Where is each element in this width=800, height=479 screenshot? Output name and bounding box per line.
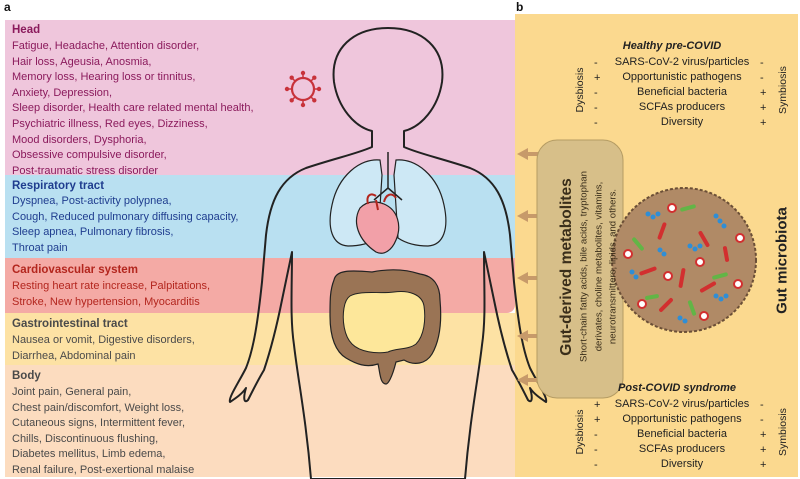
body-line: Joint pain, General pain,: [12, 386, 132, 398]
post-row-label: SARS-CoV-2 virus/particles: [614, 398, 750, 410]
healthy-row-label: SARS-CoV-2 virus/particles: [614, 56, 750, 68]
healthy-right-sign: +: [760, 117, 767, 129]
cardiovascular-line: Stroke, New hypertension, Myocarditis: [12, 295, 200, 308]
body-line: Chest pain/discomfort, Weight loss,: [12, 401, 185, 414]
post-covid-title: Post-COVID syndrome: [618, 382, 736, 394]
small-intestine: [342, 291, 426, 354]
healthy-left-sign: -: [594, 87, 598, 99]
arrow-to-body: [517, 374, 545, 386]
healthy-right-sign: -: [760, 72, 764, 84]
healthy-left-sign: -: [594, 57, 598, 69]
body-title: Body: [12, 370, 41, 382]
cardiovascular-symptoms: Resting heart rate increase, Palpitation…: [12, 279, 210, 310]
respiratory-line: Sleep apnea, Pulmonary fibrosis,: [12, 226, 174, 239]
gut-microbiota-label: Gut microbiota: [773, 207, 791, 314]
arrow-to-cardiovascular: [517, 272, 545, 284]
post-right-sign: +: [760, 444, 767, 456]
cardiovascular-line: Resting heart rate increase, Palpitation…: [12, 280, 211, 292]
trachea: [373, 152, 403, 201]
panel-a-letter: a: [4, 0, 11, 14]
post-right-sign: +: [760, 429, 767, 441]
metabolites-line-1: Short-chain fatty acids, bile acids, try…: [578, 171, 590, 362]
healthy-left-sign: +: [594, 72, 601, 84]
post-left-sign: -: [594, 459, 598, 471]
heart-vessels: [366, 193, 397, 211]
arrow-to-head: [517, 148, 545, 160]
respiratory-title: Respiratory tract: [12, 180, 105, 192]
post-left-sign: -: [594, 444, 598, 456]
healthy-row-label: Diversity: [660, 116, 704, 128]
gastrointestinal-line: Nausea or vomit, Digestive disorders,: [12, 334, 195, 346]
head-line: Post-traumatic stress disorder: [12, 164, 159, 177]
post-left-sign: -: [594, 429, 598, 441]
head-line: Sleep disorder, Health care related ment…: [12, 102, 254, 115]
metabolites-line-2: derivates, choline metabolites, vitamins…: [593, 181, 605, 352]
post-right-sign: -: [760, 399, 764, 411]
healthy-row-label: Beneficial bacteria: [637, 86, 727, 98]
post-dysbiosis-label: Dysbiosis: [574, 409, 586, 455]
pathogen-icons: [623, 203, 745, 321]
post-row-label: SCFAs producers: [638, 443, 726, 455]
head-line: Obsessive compulsive disorder,: [12, 149, 167, 162]
gastrointestinal-symptoms: Nausea or vomit, Digestive disorders, Di…: [12, 333, 195, 364]
healthy-row-label: Opportunistic pathogens: [622, 71, 742, 83]
healthy-title: Healthy pre-COVID: [622, 40, 722, 52]
respiratory-line: Cough, Reduced pulmonary diffusing capac…: [12, 210, 239, 223]
head-line: Memory loss, Hearing loss or tinnitus,: [12, 71, 196, 84]
head-section: Head Fatigue, Headache, Attention disord…: [5, 20, 515, 177]
gastrointestinal-title: Gastrointestinal tract: [12, 318, 128, 330]
post-symbiosis-label: Symbiosis: [777, 408, 789, 456]
healthy-left-sign: -: [594, 102, 598, 114]
body-section: Body Joint pain, General pain, Chest pai…: [5, 365, 515, 477]
post-right-sign: +: [760, 459, 767, 471]
post-left-sign: +: [594, 414, 601, 426]
metabolites-line-3: neurotransmitters, lipids, and others.: [607, 188, 619, 345]
arrow-to-gastrointestinal: [517, 330, 545, 342]
green-bacteria-icons: [632, 204, 728, 316]
head-line: Hair loss, Ageusia, Anosmia,: [12, 55, 152, 68]
human-silhouette: [228, 27, 548, 479]
respiratory-line: Throat pain: [12, 241, 68, 254]
post-row-label: Opportunistic pathogens: [622, 413, 742, 425]
head-symptoms: Fatigue, Headache, Attention disorder, H…: [12, 39, 254, 179]
cardiovascular-title: Cardiovascular system: [12, 264, 138, 276]
body-line: Cutaneous signs, Intermittent fever,: [12, 417, 186, 430]
post-row-label: Diversity: [660, 458, 704, 470]
head-line: Fatigue, Headache, Attention disorder,: [12, 40, 200, 52]
respiratory-line: Dyspnea, Post-activity polypnea,: [12, 195, 172, 207]
metabolite-arrows: [517, 148, 545, 386]
head-title: Head: [12, 24, 41, 36]
right-lung: [393, 159, 447, 247]
gastrointestinal-line: Diarrhea, Abdominal pain: [12, 349, 136, 362]
healthy-right-sign: +: [760, 87, 767, 99]
red-bacteria-icons: [639, 222, 730, 312]
panel-b-letter: b: [516, 0, 524, 14]
healthy-right-sign: +: [760, 102, 767, 114]
metabolites-title: Gut-derived metabolites: [558, 178, 575, 356]
body-line: Chills, Discontinuous flushing,: [12, 432, 159, 445]
post-right-sign: -: [760, 414, 764, 426]
post-left-sign: +: [594, 399, 601, 411]
head-line: Psychiatric illness, Red eyes, Dizziness…: [12, 117, 208, 130]
virus-icon: [284, 70, 322, 108]
healthy-right-sign: -: [760, 57, 764, 69]
respiratory-symptoms: Dyspnea, Post-activity polypnea, Cough, …: [12, 194, 238, 256]
head-line: Anxiety, Depression,: [12, 86, 113, 99]
healthy-dysbiosis-label: Dysbiosis: [574, 67, 586, 113]
healthy-symbiosis-label: Symbiosis: [777, 66, 789, 114]
head-line: Mood disorders, Dysphoria,: [12, 133, 147, 146]
body-line: Renal failure, Post-exertional malaise: [12, 463, 195, 476]
healthy-left-sign: -: [594, 117, 598, 129]
body-line: Diabetes mellitus, Limb edema,: [12, 448, 166, 461]
blue-bacteria-icons: [629, 211, 729, 324]
body-symptoms: Joint pain, General pain, Chest pain/dis…: [12, 385, 194, 479]
healthy-row-label: SCFAs producers: [638, 101, 726, 113]
post-row-label: Beneficial bacteria: [637, 428, 727, 440]
arrow-to-respiratory: [517, 210, 545, 222]
